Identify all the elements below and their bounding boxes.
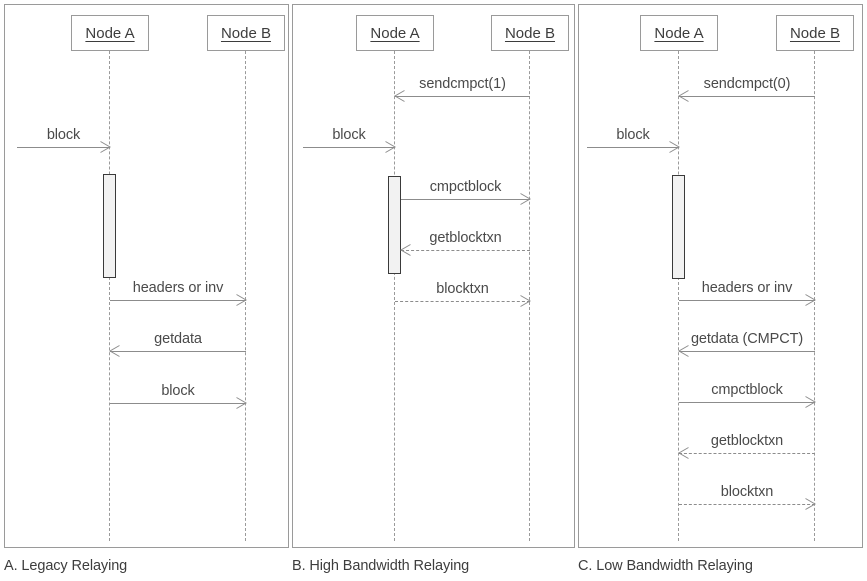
arrowhead-right-icon bbox=[100, 141, 111, 153]
arrowhead-left-icon bbox=[400, 244, 411, 256]
lifeline-node-a bbox=[109, 51, 110, 541]
arrowhead-right-icon bbox=[385, 141, 396, 153]
arrowhead-right-icon bbox=[669, 141, 680, 153]
message-line bbox=[587, 147, 679, 148]
actor-box-node-b: Node B bbox=[207, 15, 285, 51]
message-line bbox=[395, 96, 530, 97]
arrowhead-left-icon bbox=[109, 345, 120, 357]
message-label: getdata bbox=[154, 331, 202, 347]
actor-box-node-b: Node B bbox=[491, 15, 569, 51]
message-line bbox=[679, 402, 815, 403]
message-label: block bbox=[616, 127, 650, 143]
arrowhead-right-icon bbox=[805, 396, 816, 408]
activation-bar-node-a bbox=[388, 176, 401, 274]
lifeline-node-a bbox=[394, 51, 395, 541]
caption-panel-b: B. High Bandwidth Relaying bbox=[292, 558, 470, 574]
message-label: getblocktxn bbox=[710, 433, 784, 449]
message-label: sendcmpct(0) bbox=[703, 76, 791, 92]
actor-label-node-a: Node A bbox=[370, 24, 420, 42]
message-line bbox=[110, 300, 246, 301]
actor-label-node-b: Node B bbox=[220, 24, 272, 42]
actor-label-node-b: Node B bbox=[789, 24, 841, 42]
lifeline-node-b bbox=[529, 51, 530, 541]
arrowhead-left-icon bbox=[678, 345, 689, 357]
message-label: blocktxn bbox=[720, 484, 774, 500]
panel-low-bandwidth-relaying: Node A Node B sendcmpct(0) block bbox=[578, 4, 863, 548]
message-label: cmpctblock bbox=[429, 179, 502, 195]
actor-box-node-a: Node A bbox=[640, 15, 718, 51]
message-line bbox=[679, 351, 815, 352]
message-label: getblocktxn bbox=[429, 230, 502, 246]
message-label: cmpctblock bbox=[711, 382, 783, 398]
message-line bbox=[303, 147, 395, 148]
arrowhead-right-icon bbox=[520, 295, 531, 307]
message-label: block bbox=[332, 127, 366, 143]
arrowhead-left-icon bbox=[678, 90, 689, 102]
message-line bbox=[679, 300, 815, 301]
actor-box-node-a: Node A bbox=[71, 15, 149, 51]
actor-box-node-b: Node B bbox=[776, 15, 854, 51]
actor-box-node-a: Node A bbox=[356, 15, 434, 51]
panel-high-bandwidth-relaying: Node A Node B sendcmpct(1) block bbox=[292, 4, 575, 548]
arrowhead-right-icon bbox=[805, 294, 816, 306]
caption-panel-c: C. Low Bandwidth Relaying bbox=[578, 558, 753, 574]
message-line bbox=[110, 403, 246, 404]
message-line bbox=[401, 199, 530, 200]
message-label: headers or inv bbox=[132, 280, 224, 296]
lifeline-node-a bbox=[678, 51, 679, 541]
arrowhead-right-icon bbox=[236, 397, 247, 409]
message-label: getdata (CMPCT) bbox=[690, 331, 804, 347]
message-line bbox=[395, 301, 530, 302]
message-label: block bbox=[161, 383, 195, 399]
message-line bbox=[679, 96, 815, 97]
arrowhead-left-icon bbox=[678, 447, 689, 459]
arrowhead-right-icon bbox=[520, 193, 531, 205]
panel-legacy-relaying: Node A Node B block headers or inv bbox=[4, 4, 289, 548]
message-line bbox=[17, 147, 110, 148]
arrowhead-right-icon bbox=[805, 498, 816, 510]
message-line bbox=[110, 351, 246, 352]
actor-label-node-a: Node A bbox=[654, 24, 704, 42]
message-label: block bbox=[46, 127, 81, 143]
message-label: headers or inv bbox=[701, 280, 793, 296]
activation-bar-node-a bbox=[103, 174, 116, 278]
caption-panel-a: A. Legacy Relaying bbox=[4, 558, 128, 574]
arrowhead-left-icon bbox=[394, 90, 405, 102]
actor-label-node-b: Node B bbox=[504, 24, 556, 42]
message-label: blocktxn bbox=[436, 281, 489, 297]
activation-bar-node-a bbox=[672, 175, 685, 279]
arrowhead-right-icon bbox=[236, 294, 247, 306]
lifeline-node-b bbox=[245, 51, 246, 541]
actor-label-node-a: Node A bbox=[85, 24, 135, 42]
lifeline-node-b bbox=[814, 51, 815, 541]
message-line bbox=[679, 504, 815, 505]
message-label: sendcmpct(1) bbox=[419, 76, 506, 92]
message-line bbox=[401, 250, 530, 251]
message-line bbox=[679, 453, 815, 454]
